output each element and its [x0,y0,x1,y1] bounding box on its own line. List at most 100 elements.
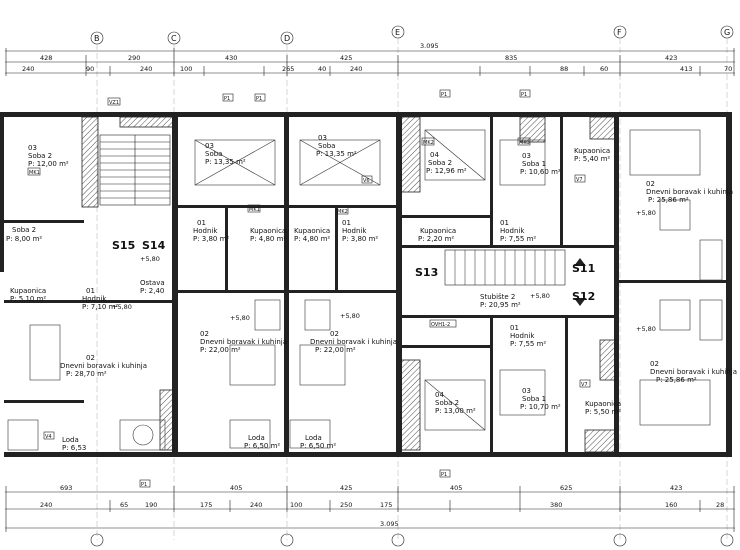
room-area: P: 6,50 m² [300,442,336,450]
room-number: 01 [86,287,95,295]
dim-text: 250 [340,501,352,509]
dim-text: 405 [230,484,242,492]
tag-text: MK3 [519,140,530,146]
axis-label: F [617,28,622,37]
dim-text: 835 [505,54,517,62]
room-number: 03 [318,134,327,142]
room-area: P: 28,70 m² [66,370,107,378]
room-name: Hodnik [510,332,535,340]
dim-text: 65 [120,501,128,509]
stair-code: S15 [112,239,135,252]
room-name: Soba 1 [522,395,546,403]
room-name: Hodnik [500,227,525,235]
dim-text: 428 [40,54,52,62]
stair-center [444,249,586,306]
tag-text: V6 [363,178,370,184]
room-area: P: 6,53 [62,444,86,452]
room-name: Soba 1 [522,160,546,168]
room-area: P: 7,55 m² [510,340,546,348]
room-number: 03 [522,152,531,160]
dim-text: 28 [716,501,724,509]
room-name: Dnevni boravak i kuhinja [60,362,147,370]
dim-text: 190 [145,501,157,509]
level-markers: +5,80 +5,80 +5,80 +5,80 +5,80 +5,80 +5,8… [112,209,656,333]
dim-text: 100 [180,65,192,73]
dim-text: 175 [380,501,392,509]
dim-text: 425 [340,484,352,492]
dim-text: 413 [680,65,692,73]
tag-text: V7 [576,177,583,183]
tag-text: P1 [441,92,447,98]
room-name: Kupaonica [250,227,286,235]
room-number: 01 [342,219,351,227]
stair-code: S11 [572,262,595,275]
axis-label: D [284,34,290,43]
tag-text: V7 [581,382,588,388]
room-name: Dnevni boravak i kuhinja [650,368,737,376]
dim-text: 160 [665,501,677,509]
room-name: Hodnik [342,227,367,235]
dim-text: 70 [724,65,732,73]
element-tags: MK1 MK2 MK3 MK1 MK2 V4 VZ1 P1 P1 P1 P1 P… [27,89,591,488]
room-name: Ostava [140,279,165,287]
room-area: P: 7,10 m² [82,303,118,311]
dim-text: 40 [318,65,326,73]
room-name: Hodnik [193,227,218,235]
room-name: Kupaonica [294,227,330,235]
room-number: 02 [200,330,209,338]
dim-text: 240 [22,65,34,73]
room-number: 02 [650,360,659,368]
axis-label: G [724,28,730,37]
tag-text: VZ1 [109,100,119,106]
room-name: Dnevni boravak i kuhinja [646,188,733,196]
room-area: P: 4,80 m² [294,235,330,243]
outer-walls [0,112,732,457]
tag-text: OVH1-2 [431,322,450,328]
overall-dimension: 3.095 [380,520,399,528]
room-name: Dnevni boravak i kuhinja [310,338,397,346]
level-value: +5,80 [140,255,160,263]
room-name: Kupaonica [574,147,610,155]
room-name: Soba 2 [28,152,52,160]
tag-text: V4 [45,434,52,440]
room-area: P: 20,95 m² [480,301,521,309]
dim-text: 423 [665,54,677,62]
room-area: P: 25,86 m² [656,376,697,384]
tag-text: MK1 [29,170,40,176]
overall-dimension: 3.095 [420,42,439,50]
room-number: 02 [646,180,655,188]
room-name: Kupaonica [585,400,621,408]
axis-label: B [94,34,100,43]
level-value: +5,80 [340,312,360,320]
room-area: P: 6,50 m² [244,442,280,450]
room-area: P: 10,60 m² [520,168,561,176]
room-area: P: 4,80 m² [250,235,286,243]
room-name: Soba [205,150,222,158]
dim-text: 290 [128,54,140,62]
bottom-dimensions: 693 405 425 405 625 423 240 65 190 175 2… [5,484,735,547]
room-name: Hodnik [82,295,107,303]
room-name: Loda [305,434,322,442]
dim-text: 380 [550,501,562,509]
level-value: +5,80 [112,303,132,311]
axis-label: C [171,34,177,43]
room-number: 03 [28,144,37,152]
tag-text: MK2 [337,209,348,215]
room-number: 04 [435,391,444,399]
tag-text: P1 [141,482,147,488]
room-number: 04 [430,151,439,159]
room-area: P: 22,00 m² [315,346,356,354]
axis-label: E [395,28,400,37]
tag-text: P1 [441,472,447,478]
dim-text: 405 [450,484,462,492]
room-number: 01 [197,219,206,227]
room-number: 03 [205,142,214,150]
room-area: P: 13,35 m² [205,158,246,166]
room-number: 03 [522,387,531,395]
room-number: 02 [86,354,95,362]
stair-code: S14 [142,239,166,252]
room-area: P: 22,00 m² [200,346,241,354]
room-area: P: 8,00 m² [6,235,42,243]
